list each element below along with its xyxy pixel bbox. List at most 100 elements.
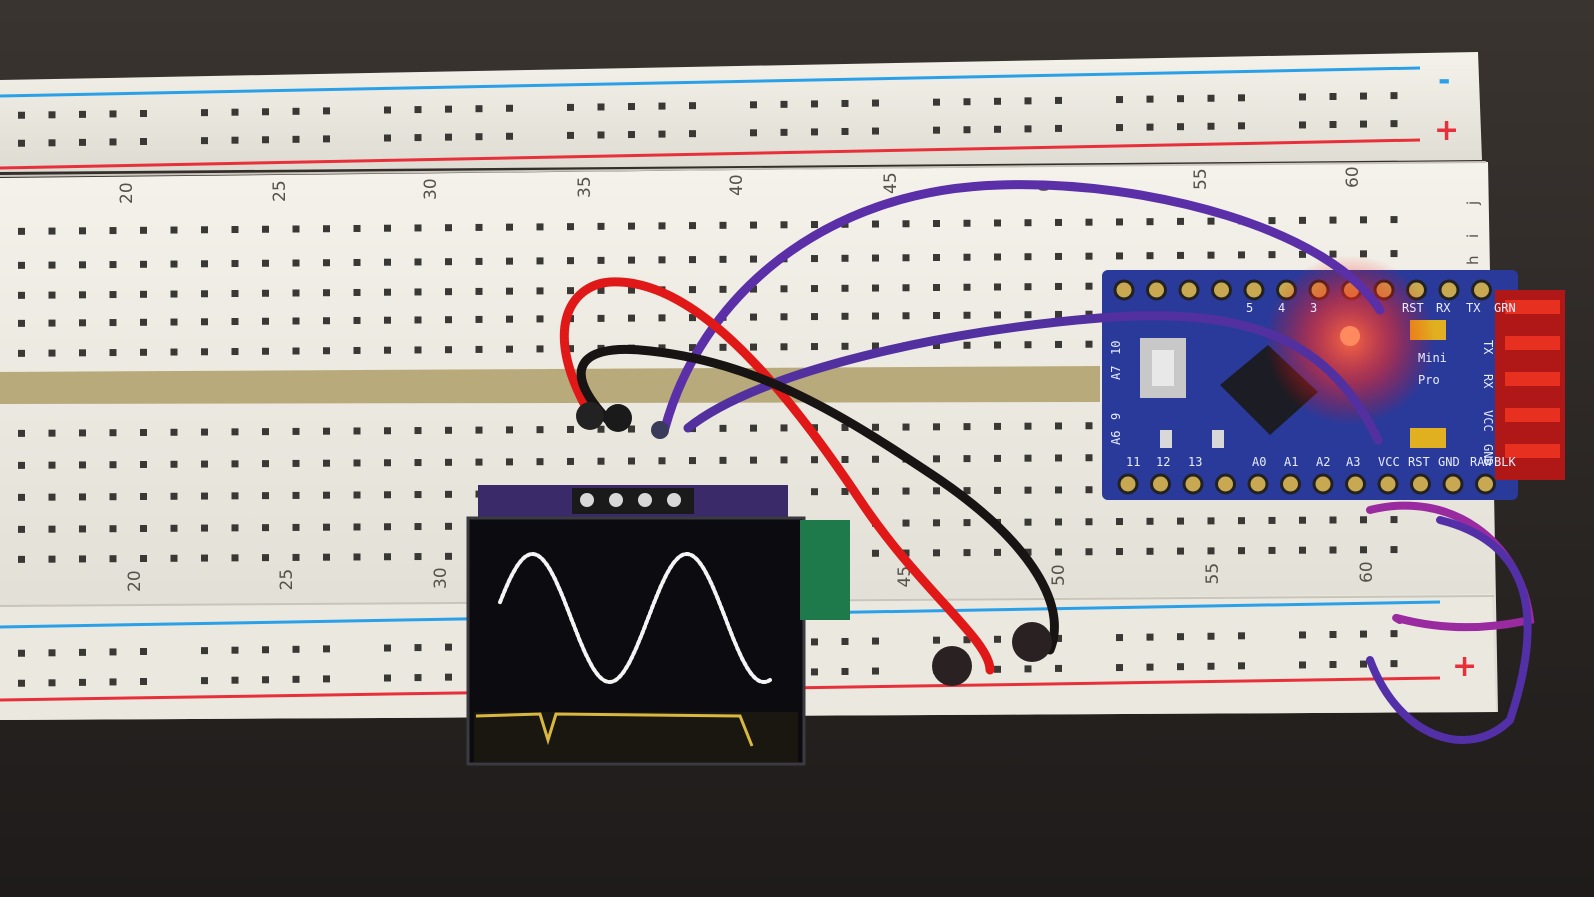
hole bbox=[780, 100, 788, 108]
hole bbox=[140, 525, 147, 532]
hole bbox=[872, 254, 879, 262]
hole bbox=[872, 99, 879, 107]
hole bbox=[323, 135, 330, 143]
hole bbox=[79, 525, 86, 533]
row-letters: jih bbox=[1464, 201, 1482, 265]
hole bbox=[1024, 548, 1032, 556]
purple-wire-mid bbox=[683, 311, 1383, 445]
hole bbox=[384, 316, 391, 324]
hole bbox=[963, 423, 971, 431]
purple-wire-top bbox=[660, 180, 1385, 433]
hole bbox=[262, 492, 269, 500]
header-pin bbox=[1312, 473, 1334, 495]
hole bbox=[628, 457, 635, 465]
hole bbox=[1055, 96, 1062, 104]
hole bbox=[18, 525, 25, 533]
hole bbox=[963, 341, 971, 349]
hole bbox=[506, 287, 513, 295]
hole bbox=[658, 344, 666, 352]
hole bbox=[109, 493, 117, 501]
hole bbox=[902, 423, 910, 431]
hole bbox=[384, 346, 391, 354]
hole bbox=[1390, 216, 1398, 224]
hole bbox=[292, 491, 300, 499]
hole bbox=[79, 648, 86, 656]
header-pin bbox=[1182, 473, 1204, 495]
hole bbox=[1116, 124, 1123, 132]
column-number: 60 bbox=[1343, 166, 1363, 188]
hole bbox=[780, 313, 788, 321]
hole bbox=[841, 99, 849, 107]
hole bbox=[1360, 660, 1367, 668]
edge-label: TX bbox=[1481, 340, 1495, 355]
hole bbox=[1177, 633, 1184, 641]
hole bbox=[109, 648, 117, 656]
hole bbox=[292, 459, 300, 467]
wire-end bbox=[604, 404, 632, 432]
hole bbox=[902, 254, 910, 262]
hole bbox=[48, 461, 56, 469]
hole bbox=[1024, 518, 1032, 526]
hole bbox=[841, 487, 849, 495]
hole bbox=[292, 107, 300, 115]
hole bbox=[994, 283, 1001, 291]
hole bbox=[811, 424, 818, 432]
hole bbox=[140, 648, 147, 655]
hole bbox=[292, 259, 300, 267]
column-number: 20 bbox=[125, 570, 145, 592]
hole bbox=[780, 456, 788, 464]
hole bbox=[750, 343, 757, 351]
hole bbox=[933, 342, 940, 350]
pin-label: A1 bbox=[1284, 455, 1298, 469]
jumper-wires bbox=[559, 180, 1535, 744]
hole bbox=[353, 288, 361, 296]
hole bbox=[1055, 634, 1062, 642]
pin-label: A6 bbox=[1109, 431, 1123, 445]
hole bbox=[1299, 661, 1306, 669]
hole bbox=[1299, 631, 1306, 639]
column-number: 30 bbox=[431, 567, 451, 589]
hole bbox=[18, 429, 25, 437]
hole bbox=[1329, 631, 1337, 639]
hole bbox=[414, 491, 422, 499]
hole bbox=[1299, 546, 1306, 554]
hole bbox=[841, 637, 849, 645]
hole bbox=[1085, 310, 1093, 318]
hole bbox=[719, 456, 727, 464]
hole bbox=[994, 219, 1001, 227]
hole bbox=[323, 107, 330, 115]
hole bbox=[231, 348, 239, 356]
hole bbox=[963, 636, 971, 644]
hole bbox=[262, 676, 269, 684]
header-pin bbox=[1471, 279, 1492, 301]
column-number: 35 bbox=[575, 176, 595, 198]
hole bbox=[353, 258, 361, 266]
hole bbox=[201, 109, 208, 117]
header-pin bbox=[1438, 279, 1460, 301]
hole bbox=[109, 525, 117, 533]
hole bbox=[18, 679, 25, 687]
hole bbox=[231, 492, 239, 500]
hole bbox=[414, 224, 422, 232]
hole bbox=[1024, 97, 1032, 105]
hole bbox=[201, 290, 208, 298]
hole bbox=[1177, 547, 1184, 555]
hole bbox=[384, 427, 391, 435]
hole bbox=[170, 492, 178, 500]
hole bbox=[811, 128, 818, 136]
hole bbox=[963, 549, 971, 557]
hole bbox=[323, 459, 330, 467]
pin-label: RST bbox=[1408, 455, 1430, 469]
hole bbox=[963, 487, 971, 495]
hole bbox=[323, 225, 330, 233]
hole bbox=[18, 461, 25, 469]
column-number: 25 bbox=[277, 569, 297, 591]
row-letter: i bbox=[1464, 234, 1482, 238]
hole bbox=[201, 524, 208, 532]
column-number: 40 bbox=[727, 174, 747, 196]
column-number: 25 bbox=[270, 180, 290, 202]
hole bbox=[841, 254, 849, 262]
hole bbox=[536, 223, 544, 231]
